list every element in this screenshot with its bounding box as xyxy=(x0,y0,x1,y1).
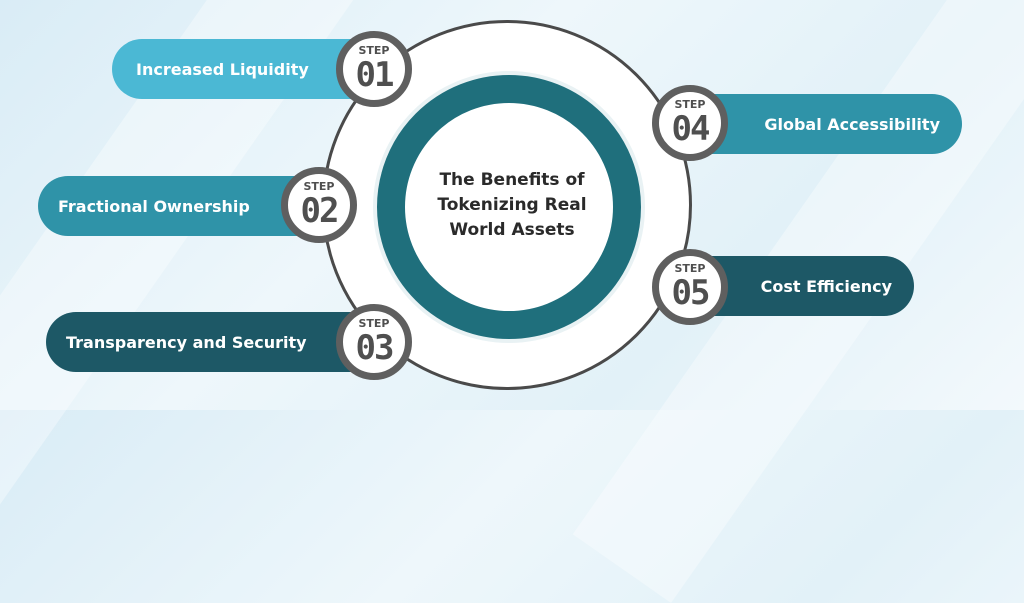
title-line-3: World Assets xyxy=(449,220,575,240)
title-line-2: Tokenizing Real xyxy=(437,195,587,215)
step-05-caption: STEP xyxy=(674,262,706,275)
step-03-label: Transparency and Security xyxy=(66,332,307,352)
step-03-caption: STEP xyxy=(358,317,390,330)
step-03-number: 03 xyxy=(355,328,395,368)
step-01-caption: STEP xyxy=(358,44,390,57)
diagram-title: The Benefits of Tokenizing Real World As… xyxy=(430,168,594,243)
step-01-banner: Increased Liquidity xyxy=(112,39,372,99)
step-04-caption: STEP xyxy=(674,98,706,111)
step-02-caption: STEP xyxy=(303,180,335,193)
step-01-badge: STEP 01 xyxy=(336,31,412,107)
step-05-number: 05 xyxy=(671,273,711,313)
step-01-label: Increased Liquidity xyxy=(136,59,309,79)
step-04-badge: STEP 04 xyxy=(652,85,728,161)
step-01-number: 01 xyxy=(355,55,395,95)
step-02-badge: STEP 02 xyxy=(281,167,357,243)
title-line-1: The Benefits of xyxy=(439,170,585,190)
step-02-label: Fractional Ownership xyxy=(58,196,250,216)
step-03-badge: STEP 03 xyxy=(336,304,412,380)
step-02-banner: Fractional Ownership xyxy=(38,176,310,236)
step-04-number: 04 xyxy=(671,109,711,149)
step-05-badge: STEP 05 xyxy=(652,249,728,325)
step-03-banner: Transparency and Security xyxy=(46,312,376,372)
step-05-label: Cost Efficiency xyxy=(760,276,892,296)
step-04-label: Global Accessibility xyxy=(764,114,940,134)
step-04-banner: Global Accessibility xyxy=(690,94,962,154)
step-02-number: 02 xyxy=(300,191,340,231)
